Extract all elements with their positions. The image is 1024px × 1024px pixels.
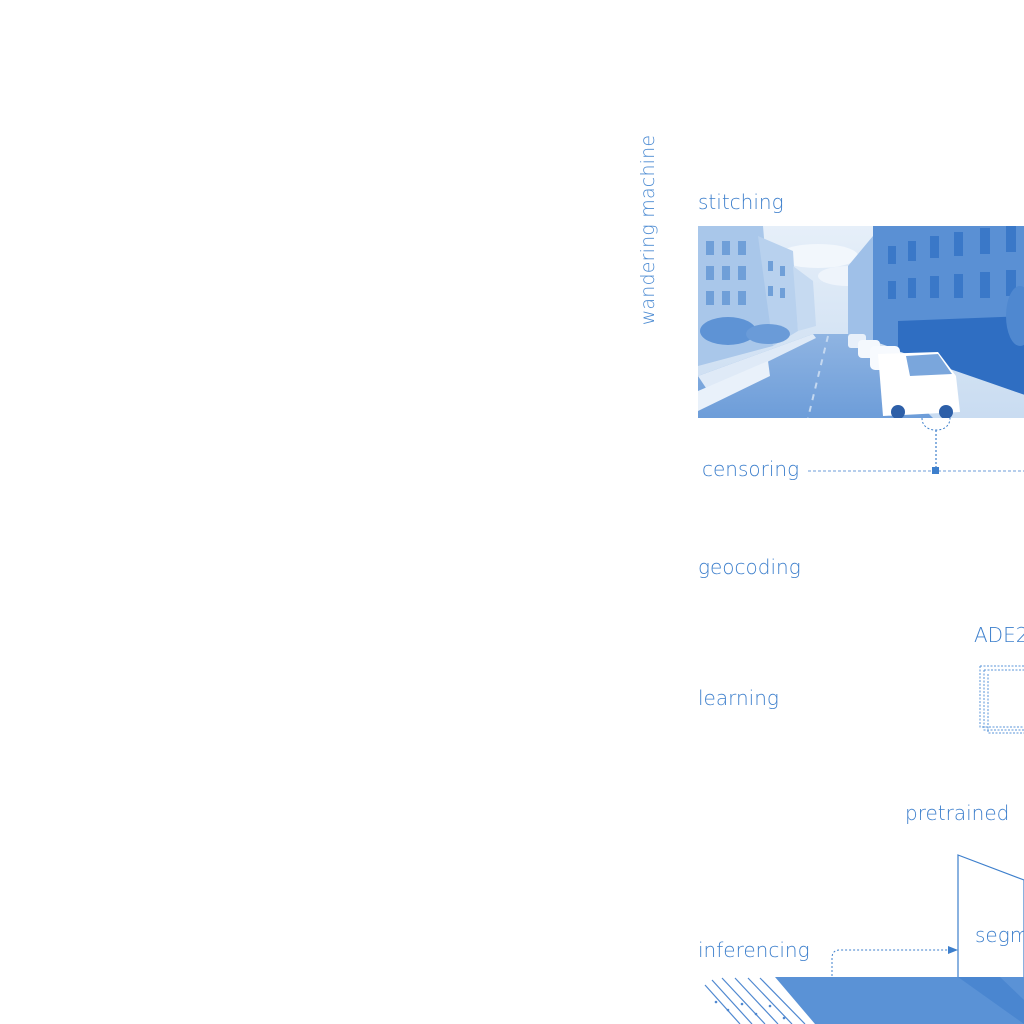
step-label-learning: learning (698, 686, 779, 710)
step-label-inferencing: inferencing (698, 938, 810, 962)
step-label-stitching: stitching (698, 190, 784, 214)
pretrained-label: pretrained (905, 801, 1010, 825)
dataset-label: ADE2 (974, 623, 1024, 647)
step-label-geocoding: geocoding (698, 555, 801, 579)
segmentation-label: segm (975, 923, 1024, 947)
street-panorama-image (698, 226, 1024, 418)
step-label-censoring: censoring (702, 457, 800, 481)
